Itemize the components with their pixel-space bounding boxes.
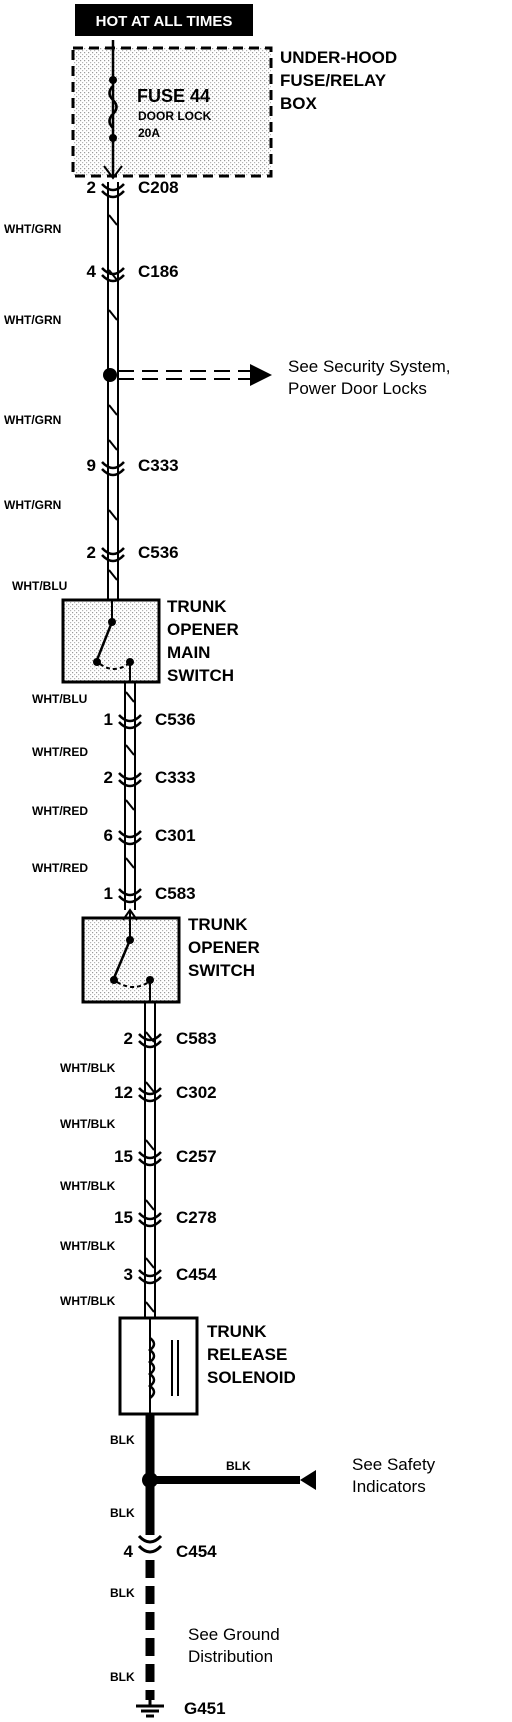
opener-switch-label-line-1: TRUNK: [188, 915, 248, 934]
wire-color-label: WHT/GRN: [4, 413, 61, 427]
wire-color-label: WHT/RED: [32, 804, 88, 818]
connector-c583: C583: [155, 884, 196, 903]
connector-pin: 15: [114, 1208, 133, 1227]
connector-pin: 6: [104, 826, 113, 845]
connector-symbols-middle: [118, 714, 142, 904]
connector-pin: 2: [104, 768, 113, 787]
wire-color-label: WHT/BLK: [60, 1061, 116, 1075]
connector-pin: 4: [87, 262, 97, 281]
main-switch-label-line-3: MAIN: [167, 643, 210, 662]
wire-color-label: WHT/RED: [32, 861, 88, 875]
connector-pin: 1: [104, 710, 113, 729]
fuse-box-title-line-2: FUSE/RELAY: [280, 71, 387, 90]
connector-c536: C536: [138, 543, 179, 562]
main-switch-label-line-1: TRUNK: [167, 597, 227, 616]
connector-c257: C257: [176, 1147, 217, 1166]
connector-pin: 2: [87, 543, 96, 562]
wire-color-label: BLK: [110, 1433, 135, 1447]
wire-color-label: WHT/GRN: [4, 498, 61, 512]
connector-pin: 15: [114, 1147, 133, 1166]
wire-color-label: WHT/GRN: [4, 222, 61, 236]
fuse-description: DOOR LOCK: [138, 109, 212, 123]
wire-color-label: BLK: [110, 1506, 135, 1520]
main-switch-label-line-4: SWITCH: [167, 666, 234, 685]
wire-color-label: WHT/BLK: [60, 1239, 116, 1253]
wire-middle: [124, 682, 136, 910]
wire-color-label: BLK: [110, 1670, 135, 1684]
reference-safety-line-1: See Safety: [352, 1455, 436, 1474]
ground-g451: G451: [184, 1699, 226, 1718]
connector-c454: C454: [176, 1265, 217, 1284]
fuse-box-title-line-1: UNDER-HOOD: [280, 48, 397, 67]
fuse-relay-box: [71, 40, 273, 180]
solenoid-label-line-3: SOLENOID: [207, 1368, 296, 1387]
wire-color-label: WHT/BLK: [60, 1117, 116, 1131]
connector-c583: C583: [176, 1029, 217, 1048]
wire-color-label: WHT/BLK: [60, 1294, 116, 1308]
connector-c301: C301: [155, 826, 196, 845]
solenoid-label-line-2: RELEASE: [207, 1345, 287, 1364]
connector-c208: C208: [138, 178, 179, 197]
connector-symbol-ground: [137, 1534, 163, 1554]
header-label: HOT AT ALL TIMES: [96, 13, 233, 30]
connector-c333: C333: [155, 768, 196, 787]
reference-ground-line-2: Distribution: [188, 1647, 273, 1666]
fuse-rating: 20A: [138, 126, 160, 140]
connector-c278: C278: [176, 1208, 217, 1227]
connector-c454: C454: [176, 1542, 217, 1561]
hot-at-all-times-header: HOT AT ALL TIMES: [75, 4, 253, 36]
wire-color-label: BLK: [226, 1459, 251, 1473]
wire-color-label: WHT/BLU: [12, 579, 67, 593]
wire-color-label: WHT/BLK: [60, 1179, 116, 1193]
connector-c333: C333: [138, 456, 179, 475]
connector-pin: 4: [124, 1542, 134, 1561]
connector-c536: C536: [155, 710, 196, 729]
wire-upper: [107, 182, 119, 600]
reference-safety-line-2: Indicators: [352, 1477, 426, 1496]
connector-pin: 3: [124, 1265, 133, 1284]
opener-switch-label-line-3: SWITCH: [188, 961, 255, 980]
trunk-opener-main-switch: [61, 598, 161, 684]
fuse-box-title-line-3: BOX: [280, 94, 318, 113]
main-switch-label-line-2: OPENER: [167, 620, 239, 639]
connector-symbols-lower: [138, 1033, 162, 1285]
wire-ground: [142, 1414, 316, 1700]
trunk-release-solenoid: [118, 1316, 199, 1416]
connector-symbols-upper: [101, 183, 125, 563]
wire-color-label: WHT/GRN: [4, 313, 61, 327]
solenoid-label-line-1: TRUNK: [207, 1322, 267, 1341]
connector-pin: 12: [114, 1083, 133, 1102]
ground-icon: [136, 1690, 164, 1718]
reference-ground-line-1: See Ground: [188, 1625, 280, 1644]
connector-pin: 2: [124, 1029, 133, 1048]
connector-pin: 2: [87, 178, 96, 197]
opener-switch-label-line-2: OPENER: [188, 938, 260, 957]
connector-c302: C302: [176, 1083, 217, 1102]
connector-c186: C186: [138, 262, 179, 281]
wire-color-label: BLK: [110, 1586, 135, 1600]
wire-color-label: WHT/RED: [32, 745, 88, 759]
connector-pin: 1: [104, 884, 113, 903]
wire-color-label: WHT/BLU: [32, 692, 87, 706]
trunk-opener-switch: [81, 908, 181, 1004]
reference-security-line-1: See Security System,: [288, 357, 451, 376]
splice-security: [103, 364, 272, 386]
reference-security-line-2: Power Door Locks: [288, 379, 427, 398]
fuse-name: FUSE 44: [137, 86, 210, 106]
connector-pin: 9: [87, 456, 96, 475]
